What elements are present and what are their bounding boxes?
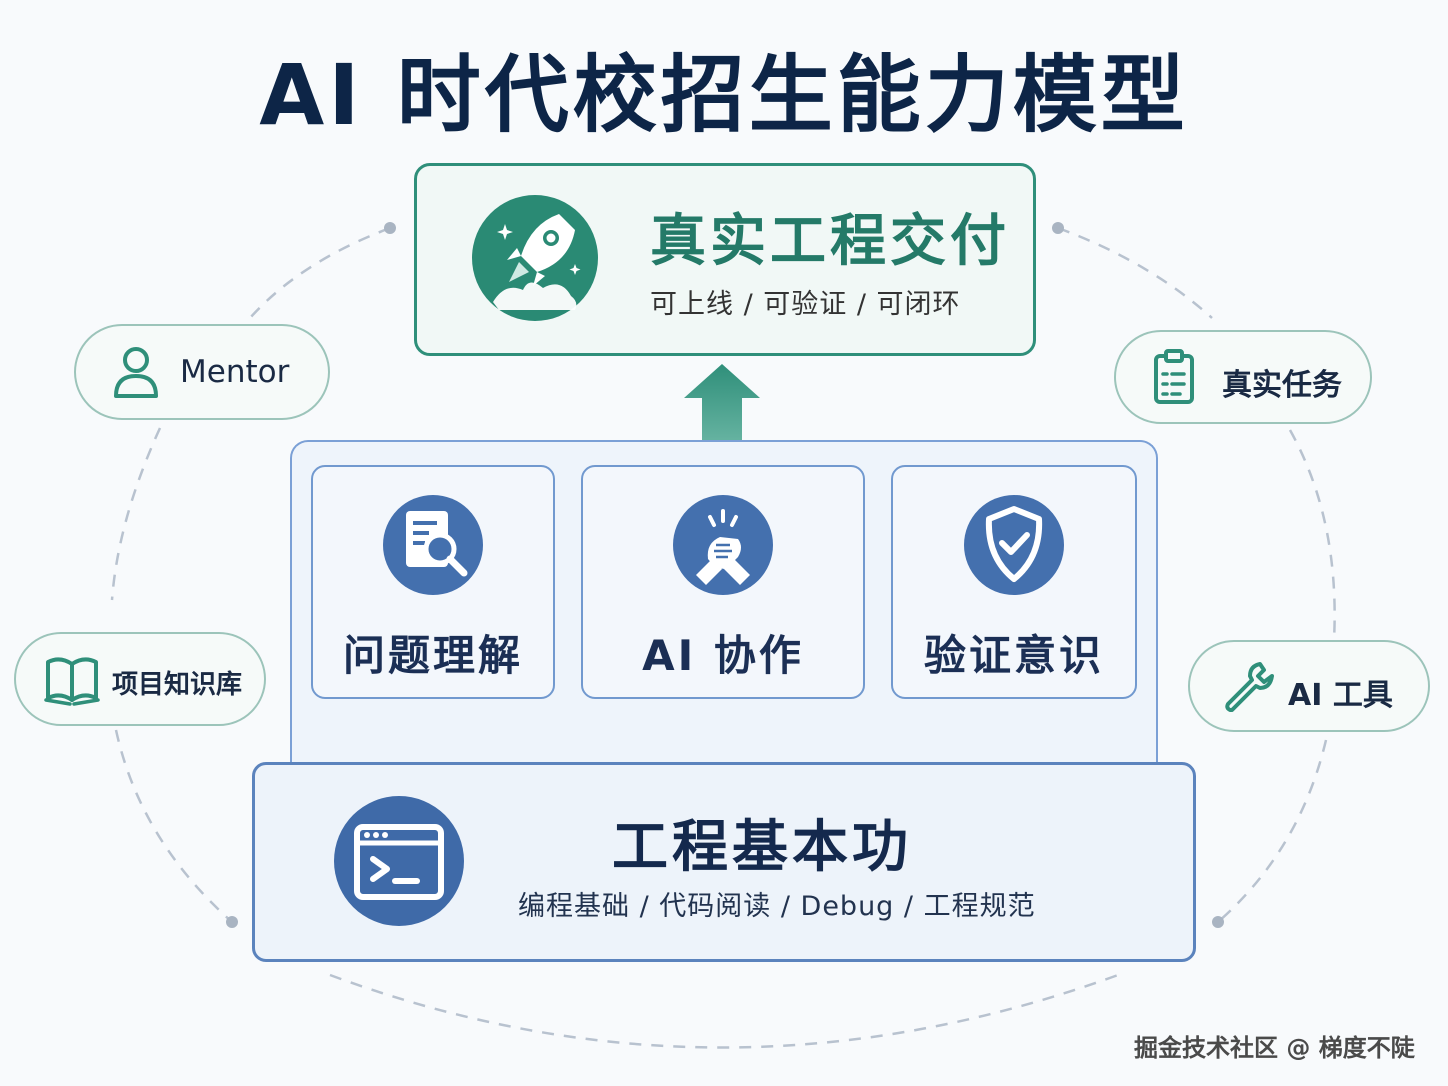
satellite-label: Mentor xyxy=(180,354,290,390)
book-icon xyxy=(44,657,100,706)
capability-label: 验证意识 xyxy=(923,631,1104,680)
delivery-subtitle: 可上线 / 可验证 / 可闭环 xyxy=(650,289,961,320)
satellite-ai-tools: AI 工具 xyxy=(1188,640,1430,732)
handshake-icon xyxy=(673,495,773,595)
up-arrow-green xyxy=(684,364,760,442)
clipboard-icon xyxy=(1154,349,1194,404)
shield-check-icon xyxy=(964,495,1064,595)
delivery-title: 真实工程交付 xyxy=(650,209,1010,274)
document-search-icon xyxy=(383,495,483,595)
capability-card-ai: AI 协作 xyxy=(581,465,865,699)
rocket-icon xyxy=(472,195,598,321)
page-title: AI 时代校招生能力模型 xyxy=(259,46,1189,144)
orbit-dots xyxy=(226,222,1224,928)
satellite-label: 真实任务 xyxy=(1222,368,1342,403)
watermark: 掘金技术社区 @ 梯度不陡 xyxy=(1134,1034,1415,1062)
foundation-subtitle: 编程基础 / 代码阅读 / Debug / 工程规范 xyxy=(518,891,1036,922)
terminal-icon xyxy=(334,796,464,926)
satellite-mentor: Mentor xyxy=(74,324,330,420)
capability-label: AI 协作 xyxy=(642,631,804,680)
capability-card-problem: 问题理解 xyxy=(311,465,555,699)
dashed-orbit xyxy=(110,226,1336,1049)
capability-card-verify: 验证意识 xyxy=(891,465,1137,699)
capability-label: 问题理解 xyxy=(342,631,523,680)
satellite-real-task: 真实任务 xyxy=(1114,330,1372,424)
satellite-label: AI 工具 xyxy=(1288,678,1393,713)
satellite-knowledge-base: 项目知识库 xyxy=(14,632,266,726)
wrench-icon xyxy=(1225,662,1274,712)
user-icon xyxy=(114,347,158,398)
foundation-title: 工程基本功 xyxy=(612,815,912,880)
satellite-label: 项目知识库 xyxy=(112,670,243,700)
